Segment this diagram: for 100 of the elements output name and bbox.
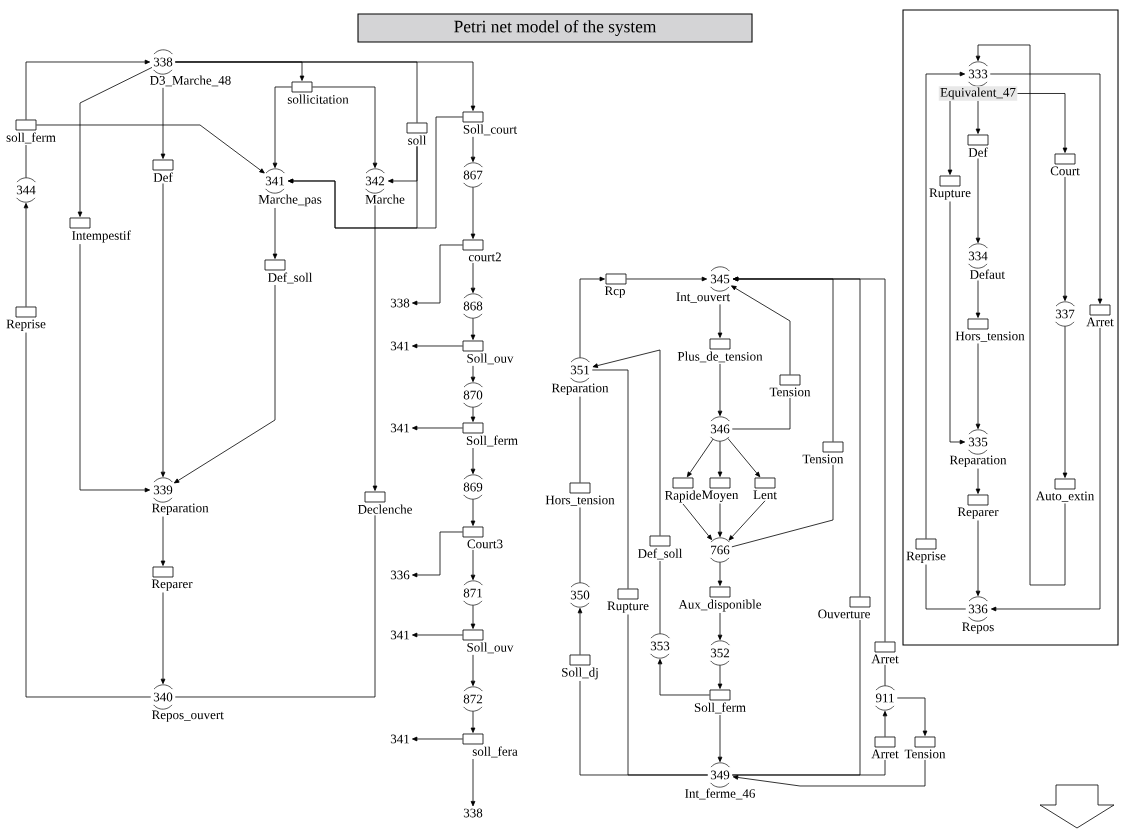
arrow xyxy=(287,116,463,229)
arrow xyxy=(312,86,378,169)
transition-label: Rcp xyxy=(604,286,625,298)
arrow xyxy=(717,440,723,477)
arrow xyxy=(975,44,1066,586)
arrow xyxy=(412,425,463,431)
reference-number: 341 xyxy=(390,423,409,433)
transition-label: Def xyxy=(968,147,988,157)
place-label: Int_ouvert xyxy=(676,292,730,303)
arrow xyxy=(592,349,661,536)
arrow xyxy=(732,759,926,787)
transition-label: soll xyxy=(408,135,427,145)
arrow xyxy=(626,276,708,282)
connector-line xyxy=(174,61,418,123)
place-label: Repos xyxy=(962,622,994,634)
transition-label: Def_soll xyxy=(638,548,683,560)
arrow xyxy=(975,280,981,318)
transition-label: Soll_ferm xyxy=(694,702,746,714)
transition-label: Tension xyxy=(769,387,811,397)
connector-line xyxy=(925,564,967,610)
transition-label: Reprise xyxy=(906,551,946,563)
transition-label: Arret xyxy=(1086,317,1114,327)
arrow xyxy=(470,549,476,581)
arrow xyxy=(470,365,476,383)
connector-line xyxy=(884,664,886,687)
arrow xyxy=(975,158,981,244)
arrow xyxy=(412,244,463,306)
arrow xyxy=(173,284,276,484)
place-label: Marche xyxy=(365,194,405,204)
transition-label: Declenche xyxy=(357,504,412,514)
arrow xyxy=(989,73,1103,304)
connector-line xyxy=(579,396,581,483)
place-label: Equivalent_47 xyxy=(938,86,1018,101)
arrow xyxy=(372,204,378,491)
transition-label: Plus_de_tension xyxy=(677,351,763,363)
arrow xyxy=(728,500,766,541)
transition-label: Tension xyxy=(802,454,844,464)
arrow xyxy=(727,438,761,478)
arrow xyxy=(732,276,886,642)
transition-label: court2 xyxy=(468,252,501,262)
connector-line xyxy=(174,514,376,698)
arrow xyxy=(272,207,278,259)
arrow xyxy=(412,736,463,742)
place-label: Int_ferme_46 xyxy=(685,788,755,800)
transition-label: Aux_disponible xyxy=(678,599,762,612)
arrow xyxy=(77,67,153,217)
transition-label: Intempestif xyxy=(72,230,131,243)
arrow xyxy=(731,285,791,375)
connector-line xyxy=(591,369,629,589)
arrow xyxy=(657,658,710,696)
arrow xyxy=(990,327,1101,612)
arrow xyxy=(272,86,292,169)
arrow xyxy=(470,654,476,687)
arrow xyxy=(412,632,463,638)
arrow xyxy=(470,406,476,422)
arrow xyxy=(160,183,166,478)
arrow xyxy=(975,343,981,430)
transition-label: Lent xyxy=(753,490,777,500)
transition-label: soll_fera xyxy=(472,746,518,758)
arrow xyxy=(975,468,981,494)
transition-label: Hors_tension xyxy=(955,331,1025,342)
arrow xyxy=(717,363,723,417)
arrow xyxy=(925,71,966,539)
connector-line xyxy=(25,332,152,698)
connector-line xyxy=(25,144,27,179)
arrow xyxy=(36,124,265,174)
reference-number: 341 xyxy=(390,734,409,744)
arrow xyxy=(470,136,476,163)
transition-label: Tension xyxy=(904,749,946,759)
transition-label: Ouverture xyxy=(818,609,870,619)
transition-label: Soll_court xyxy=(463,124,517,136)
place-label: Reparation xyxy=(949,455,1007,467)
arrow xyxy=(470,262,476,294)
arrow xyxy=(160,592,166,685)
connector-line xyxy=(731,397,791,430)
transition-label: Rupture xyxy=(929,188,971,200)
transition-label: soll_ferm xyxy=(6,132,56,144)
transition-label: Hors_tension xyxy=(545,495,615,506)
transition-label: Court3 xyxy=(467,539,503,549)
arrow xyxy=(160,87,166,159)
transition-label: Soll_dj xyxy=(562,667,598,680)
title-banner: Petri net model of the system xyxy=(357,13,753,43)
reference-number: 341 xyxy=(390,630,409,640)
panel-frame xyxy=(902,9,1119,646)
arrow xyxy=(882,710,888,737)
arrow xyxy=(717,664,723,689)
transition-label: Def_soll xyxy=(268,272,313,284)
arrow xyxy=(717,714,723,763)
arrow xyxy=(79,243,151,493)
transition-label: Reprise xyxy=(6,319,46,331)
transition-label: Soll_ferm xyxy=(466,435,518,447)
place-label: D3_Marche_48 xyxy=(150,75,231,87)
arrow xyxy=(25,59,151,120)
arrow xyxy=(23,202,29,307)
arrow xyxy=(717,612,723,641)
transition-label: Soll_ouv xyxy=(467,642,514,654)
arrow xyxy=(1017,93,1068,153)
connector-line xyxy=(731,464,834,548)
arrow xyxy=(975,520,981,597)
transition-label: Arret xyxy=(871,654,899,664)
